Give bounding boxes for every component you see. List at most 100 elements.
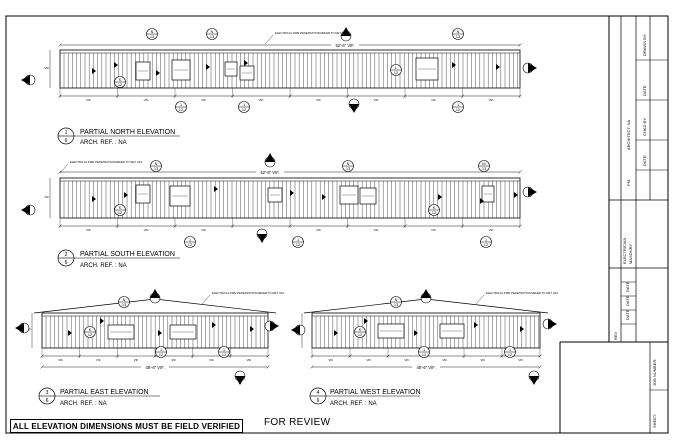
south-elevation-title: 2 6 PARTIAL SOUTH ELEVATION ARCH. REF. :… bbox=[57, 249, 180, 269]
section-tag: 112 bbox=[155, 346, 167, 358]
title-block-pm: PM: bbox=[626, 179, 631, 186]
section-tag: M13 bbox=[478, 160, 490, 172]
section-tag-number: 13 bbox=[482, 167, 486, 171]
note-leader bbox=[475, 294, 485, 305]
section-cut-marker-head bbox=[528, 187, 537, 197]
west-elevation-title: 4 6 PARTIAL WEST ELEVATION ARCH. REF. : … bbox=[309, 387, 421, 407]
note-leader bbox=[201, 294, 211, 305]
dimension-label: VIF. bbox=[489, 98, 494, 102]
section-cut-marker bbox=[264, 153, 276, 168]
west-elevation-title-text: PARTIAL WEST ELEVATION bbox=[330, 389, 421, 396]
title-block-chkd-by: CHKD BY: bbox=[642, 117, 647, 136]
section-tag-letter: 1 bbox=[180, 103, 182, 107]
section-tag-letter: K bbox=[359, 328, 362, 332]
north-elevation-arch-ref: ARCH. REF. : NA bbox=[80, 140, 127, 146]
penetration-marker bbox=[156, 70, 160, 76]
title-block-rev-date-1: DATE bbox=[625, 309, 630, 320]
section-tag: N13 bbox=[146, 28, 158, 40]
overall-dimension-mask bbox=[331, 41, 359, 48]
section-cut-marker-head bbox=[291, 325, 300, 335]
dimension-label: VIF. bbox=[134, 358, 139, 362]
section-tag: N13 bbox=[342, 160, 354, 172]
penetration-marker bbox=[290, 190, 294, 196]
overall-dimension-tick bbox=[40, 365, 44, 369]
overall-dimension-label: 48'-6" VIF. bbox=[145, 365, 164, 370]
south-elevation-number: 2 bbox=[65, 252, 68, 258]
height-dimension-label: VIF. bbox=[44, 66, 49, 70]
section-tag-letter: N bbox=[347, 162, 350, 166]
title-block-rev-date-3: DATE bbox=[625, 281, 630, 292]
section-tag-number: 13 bbox=[394, 303, 398, 307]
section-tag-letter: 1 bbox=[457, 103, 459, 107]
penetration-note: ELECTRICAL PIPE PENETRATION REFER TO DET… bbox=[275, 31, 347, 35]
section-cut-marker-head bbox=[265, 153, 275, 162]
section-tag-letter: 1 bbox=[297, 238, 299, 242]
penetration-marker bbox=[322, 194, 326, 200]
dimension-label: VIF. bbox=[144, 98, 149, 102]
section-tag: N13 bbox=[390, 296, 402, 308]
overall-dimension-tick bbox=[518, 170, 522, 174]
section-tag: N13 bbox=[118, 296, 130, 308]
east-elevation-sheet: 6 bbox=[46, 398, 49, 404]
dimension-label: VIF. bbox=[201, 228, 206, 232]
wall-outline bbox=[41, 312, 269, 349]
penetration-marker bbox=[452, 62, 456, 68]
note-leader bbox=[264, 34, 274, 45]
dimension-label: VIF. bbox=[431, 98, 436, 102]
section-tag-number: 12 bbox=[508, 353, 512, 357]
penetration-marker bbox=[92, 196, 96, 202]
height-dimension-label: VIF. bbox=[44, 195, 49, 199]
field-verify-note: ALL ELEVATION DIMENSIONS MUST BE FIELD V… bbox=[10, 419, 243, 433]
section-cut-marker bbox=[15, 322, 30, 334]
section-tag: 112 bbox=[452, 101, 464, 113]
section-tag-letter: 1 bbox=[509, 348, 511, 352]
section-tag-letter: N bbox=[155, 162, 158, 166]
wall-outline bbox=[311, 312, 541, 349]
section-tag: N13 bbox=[150, 160, 162, 172]
east-elevation: VIF.VIF.VIF.VIF.VIF.VIF.48'-6" VIF.VIF.E… bbox=[15, 289, 284, 385]
section-tag-letter: K bbox=[89, 328, 92, 332]
section-tag-number: 12 bbox=[394, 71, 398, 75]
title-block-masonry: MASONRY bbox=[628, 244, 633, 264]
south-elevation: VIF.VIF.VIF.VIF.VIF.VIF.VIF.VIF.52'-6" V… bbox=[21, 153, 537, 248]
section-tag-letter: 1 bbox=[189, 238, 191, 242]
overall-dimension-tick bbox=[310, 365, 314, 369]
section-cut-marker bbox=[264, 320, 279, 332]
penetration-marker bbox=[514, 192, 518, 198]
dimension-label: VIF. bbox=[431, 228, 436, 232]
section-tag: K12 bbox=[354, 326, 366, 338]
section-tag-number: 12 bbox=[88, 333, 92, 337]
west-elevation-number: 4 bbox=[317, 390, 320, 396]
section-tag-letter: 1 bbox=[243, 103, 245, 107]
title-block-architect: ARCHITECT: NA bbox=[626, 119, 631, 150]
section-tag-letter: L bbox=[395, 66, 397, 70]
dimension-label: VIF. bbox=[518, 358, 523, 362]
wall-outline bbox=[59, 177, 521, 219]
penetration-marker bbox=[212, 322, 216, 328]
section-tag-letter: 1 bbox=[423, 348, 425, 352]
section-cut-marker-head bbox=[349, 104, 359, 113]
title-block-electrician: ELECTRICIAN bbox=[622, 237, 627, 264]
section-cut-marker-head bbox=[257, 234, 267, 243]
section-tag-letter: N bbox=[151, 30, 154, 34]
section-tag: 112 bbox=[238, 101, 250, 113]
east-elevation-arch-ref: ARCH. REF. : NA bbox=[60, 401, 107, 407]
section-cut-marker bbox=[291, 324, 306, 336]
penetration-marker bbox=[124, 192, 128, 198]
penetration-marker bbox=[474, 322, 478, 328]
section-tag: N13 bbox=[452, 28, 464, 40]
section-tag: K12 bbox=[428, 204, 440, 216]
dimension-label: VIF. bbox=[489, 228, 494, 232]
dimension-label: VIF. bbox=[328, 358, 333, 362]
dimension-label: VIF. bbox=[86, 98, 91, 102]
section-tag: 112 bbox=[504, 346, 516, 358]
section-tag-letter: 1 bbox=[160, 348, 162, 352]
dimension-label: VIF. bbox=[96, 358, 101, 362]
section-tag: 112 bbox=[218, 346, 230, 358]
dimension-label: VIF. bbox=[86, 228, 91, 232]
section-cut-marker-head bbox=[15, 323, 24, 333]
title-block: ARCHITECT: NA PM: ELECTRICIAN MASONRY DR… bbox=[559, 16, 668, 433]
section-tag-number: 12 bbox=[242, 108, 246, 112]
penetration-marker bbox=[244, 60, 248, 66]
